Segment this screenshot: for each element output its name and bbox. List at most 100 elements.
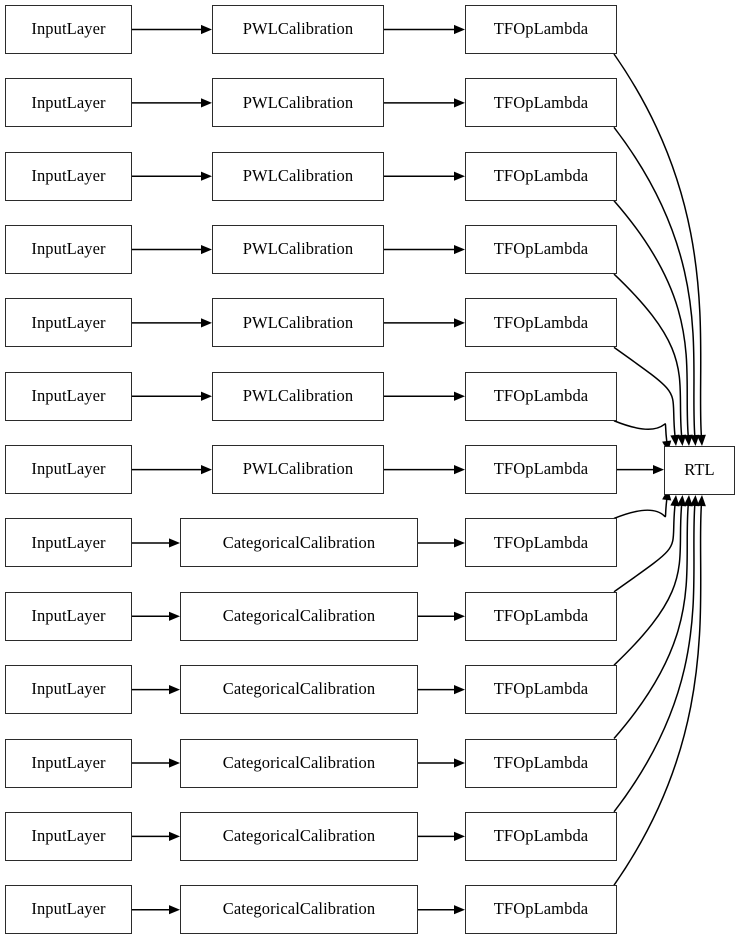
node-tfoplambda-7[interactable]: TFOpLambda (465, 445, 617, 495)
node-input-layer-13[interactable]: InputLayer (5, 885, 132, 935)
edge-lambda-to-rtl-8 (613, 499, 668, 520)
node-input-layer-10[interactable]: InputLayer (5, 665, 132, 715)
node-calibration-6-label: PWLCalibration (242, 386, 354, 405)
node-calibration-11[interactable]: CategoricalCalibration (180, 738, 418, 788)
node-input-layer-8[interactable]: InputLayer (5, 518, 132, 568)
node-calibration-7-label: PWLCalibration (242, 459, 354, 479)
node-calibration-5-label: PWLCalibration (242, 312, 354, 332)
node-calibration-5[interactable]: PWLCalibration (212, 298, 384, 348)
node-calibration-10-label: CategoricalCalibration (222, 679, 376, 699)
edge-input-to-calibration-3-arrowhead (201, 171, 212, 181)
node-input-layer-11[interactable]: InputLayer (5, 738, 132, 788)
node-tfoplambda-4[interactable]: TFOpLambda (465, 225, 617, 275)
node-calibration-4-label: PWLCalibration (242, 239, 354, 259)
node-input-layer-12[interactable]: InputLayer (5, 811, 132, 861)
edge-input-to-calibration-11-arrowhead (169, 758, 180, 768)
node-input-layer-6[interactable]: InputLayer (5, 371, 132, 421)
node-input-layer-5-label: InputLayer (31, 312, 106, 332)
edge-input-to-calibration-8-arrowhead (169, 538, 180, 548)
edge-input-to-calibration-1-arrowhead (201, 24, 212, 35)
edge-input-to-calibration-6-arrowhead (201, 391, 212, 401)
edge-lambda-to-rtl-7-arrowhead (653, 465, 664, 475)
node-calibration-11-label: CategoricalCalibration (222, 752, 376, 772)
node-input-layer-7[interactable]: InputLayer (5, 445, 132, 495)
node-input-layer-3[interactable]: InputLayer (5, 151, 132, 201)
node-tfoplambda-8[interactable]: TFOpLambda (465, 518, 617, 568)
node-tfoplambda-12[interactable]: TFOpLambda (465, 811, 617, 861)
edge-lambda-to-rtl-11-arrowhead (683, 495, 693, 507)
edge-calibration-to-lambda-13-arrowhead (454, 905, 465, 915)
edge-calibration-to-lambda-12-arrowhead (454, 831, 465, 841)
node-tfoplambda-6[interactable]: TFOpLambda (465, 371, 617, 421)
edge-calibration-to-lambda-7-arrowhead (454, 465, 465, 475)
node-tfoplambda-1[interactable]: TFOpLambda (465, 5, 617, 54)
edge-calibration-to-lambda-4-arrowhead (454, 244, 465, 255)
node-calibration-3[interactable]: PWLCalibration (212, 151, 384, 201)
node-input-layer-2-label: InputLayer (31, 92, 106, 112)
node-tfoplambda-8-label: TFOpLambda (493, 532, 589, 552)
node-calibration-1[interactable]: PWLCalibration (212, 5, 384, 54)
edge-input-to-calibration-2-arrowhead (201, 98, 212, 108)
node-calibration-2-label: PWLCalibration (242, 92, 354, 112)
node-calibration-12[interactable]: CategoricalCalibration (180, 811, 418, 861)
node-calibration-8[interactable]: CategoricalCalibration (180, 518, 418, 568)
edge-lambda-to-rtl-3 (613, 200, 689, 436)
edge-lambda-to-rtl-9 (613, 505, 676, 593)
node-input-layer-13-label: InputLayer (31, 899, 106, 919)
node-calibration-9-label: CategoricalCalibration (222, 606, 376, 626)
node-tfoplambda-2[interactable]: TFOpLambda (465, 78, 617, 128)
edge-input-to-calibration-9-arrowhead (169, 611, 180, 621)
node-tfoplambda-4-label: TFOpLambda (493, 239, 589, 259)
node-input-layer-9-label: InputLayer (31, 606, 106, 626)
node-tfoplambda-3[interactable]: TFOpLambda (465, 151, 617, 201)
edge-calibration-to-lambda-1-arrowhead (454, 24, 465, 35)
node-input-layer-8-label: InputLayer (31, 532, 106, 552)
edge-lambda-to-rtl-4 (613, 273, 683, 436)
node-calibration-13[interactable]: CategoricalCalibration (180, 885, 418, 935)
node-tfoplambda-5[interactable]: TFOpLambda (465, 298, 617, 348)
edge-lambda-to-rtl-13-arrowhead (696, 495, 706, 507)
edge-input-to-calibration-13-arrowhead (169, 905, 180, 915)
node-input-layer-9[interactable]: InputLayer (5, 591, 132, 641)
node-rtl-output[interactable]: RTL (664, 446, 735, 495)
edge-calibration-to-lambda-5-arrowhead (454, 318, 465, 328)
node-tfoplambda-9[interactable]: TFOpLambda (465, 591, 617, 641)
node-input-layer-7-label: InputLayer (31, 459, 106, 479)
edge-lambda-to-rtl-1 (613, 53, 703, 436)
edge-lambda-to-rtl-10 (613, 505, 683, 666)
node-calibration-7[interactable]: PWLCalibration (212, 445, 384, 495)
node-rtl-output-label: RTL (684, 460, 715, 480)
edge-calibration-to-lambda-2-arrowhead (454, 98, 465, 108)
node-tfoplambda-1-label: TFOpLambda (493, 19, 589, 39)
node-calibration-8-label: CategoricalCalibration (222, 532, 376, 552)
node-input-layer-5[interactable]: InputLayer (5, 298, 132, 348)
node-input-layer-1[interactable]: InputLayer (5, 5, 132, 54)
node-calibration-6[interactable]: PWLCalibration (212, 371, 384, 421)
node-input-layer-10-label: InputLayer (31, 679, 106, 699)
node-tfoplambda-11[interactable]: TFOpLambda (465, 738, 617, 788)
edge-input-to-calibration-4-arrowhead (201, 244, 212, 255)
edge-lambda-to-rtl-6 (613, 420, 668, 442)
edge-lambda-to-rtl-13 (613, 505, 703, 886)
edge-lambda-to-rtl-9-arrowhead (670, 495, 680, 507)
node-input-layer-1-label: InputLayer (31, 19, 106, 39)
node-input-layer-2[interactable]: InputLayer (5, 78, 132, 128)
edge-calibration-to-lambda-11-arrowhead (454, 758, 465, 768)
node-calibration-4[interactable]: PWLCalibration (212, 225, 384, 275)
node-tfoplambda-13[interactable]: TFOpLambda (465, 885, 617, 935)
node-input-layer-4[interactable]: InputLayer (5, 225, 132, 275)
node-calibration-13-label: CategoricalCalibration (222, 899, 376, 919)
node-calibration-10[interactable]: CategoricalCalibration (180, 665, 418, 715)
edge-calibration-to-lambda-9-arrowhead (454, 611, 465, 621)
edge-lambda-to-rtl-1-arrowhead (696, 434, 706, 446)
node-tfoplambda-7-label: TFOpLambda (493, 459, 589, 479)
edge-lambda-to-rtl-12-arrowhead (690, 495, 700, 507)
node-calibration-2[interactable]: PWLCalibration (212, 78, 384, 128)
edge-input-to-calibration-7-arrowhead (201, 465, 212, 475)
edge-input-to-calibration-10-arrowhead (169, 685, 180, 695)
node-tfoplambda-10[interactable]: TFOpLambda (465, 665, 617, 715)
node-calibration-1-label: PWLCalibration (242, 19, 354, 39)
edge-calibration-to-lambda-6-arrowhead (454, 391, 465, 401)
node-calibration-9[interactable]: CategoricalCalibration (180, 591, 418, 641)
